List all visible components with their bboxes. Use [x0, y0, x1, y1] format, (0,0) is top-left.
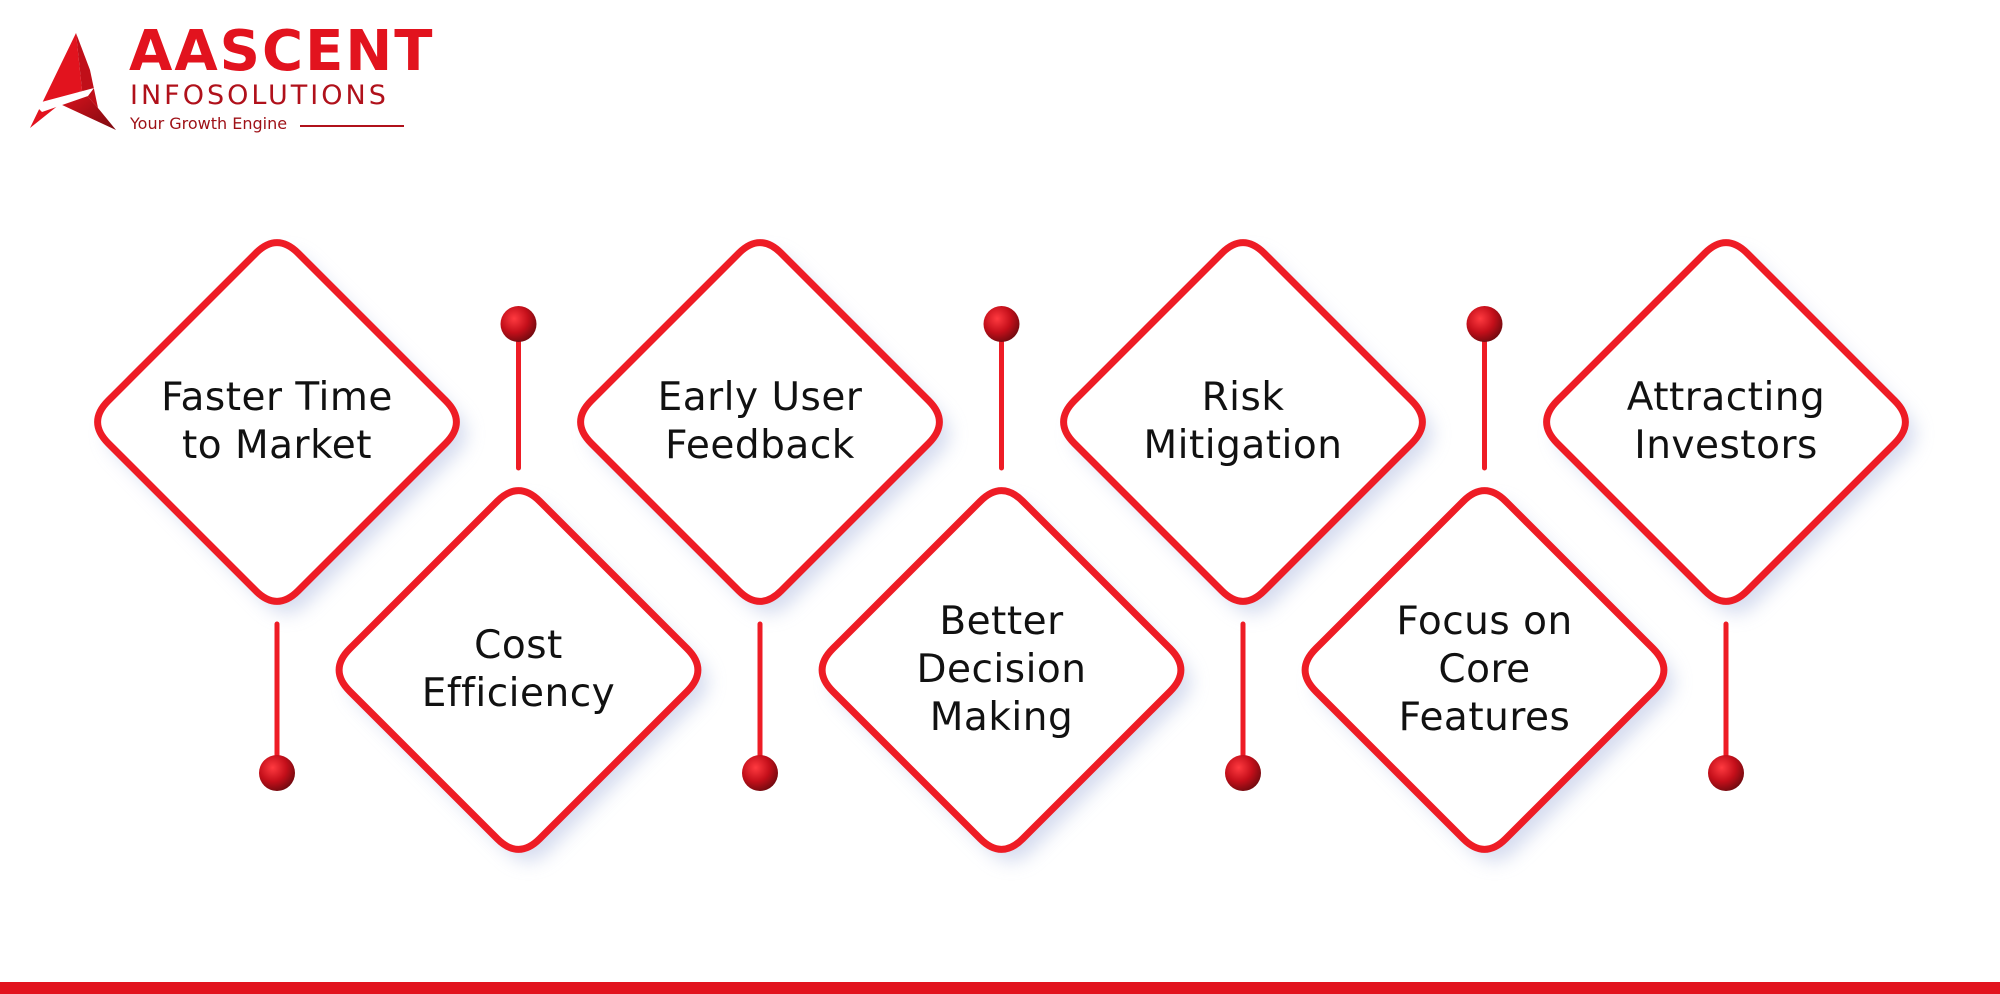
- brand-tagline: Your Growth Engine: [130, 114, 288, 133]
- benefit-diamond: [335, 487, 702, 853]
- connector-dot: [1466, 306, 1503, 342]
- benefit-diamond: [1301, 487, 1668, 853]
- brand-name: AASCENT: [129, 19, 435, 84]
- benefit-diamond: [577, 239, 943, 605]
- benefit-label: Early User Feedback: [657, 375, 863, 468]
- connector-dot: [1708, 755, 1744, 791]
- connector-dot: [742, 755, 778, 791]
- logo-triangle-icon: [30, 33, 116, 130]
- benefit-diamond: [1060, 239, 1426, 605]
- brand-subtitle: INFOSOLUTIONS: [130, 80, 389, 111]
- connector-dot: [983, 306, 1020, 342]
- connector-dot: [1225, 755, 1261, 791]
- benefit-label: Better Decision Making: [916, 599, 1087, 740]
- tagline-divider: [300, 125, 404, 127]
- benefit-diamond: [94, 239, 460, 605]
- benefit-diamond: [1543, 239, 1909, 605]
- benefit-label: Cost Efficiency: [421, 623, 616, 716]
- connector-dot: [500, 306, 537, 342]
- benefit-label: Attracting Investors: [1626, 375, 1826, 468]
- benefit-diamond: [818, 487, 1185, 853]
- benefit-label: Faster Time to Market: [161, 375, 393, 468]
- connector-dot: [259, 755, 295, 791]
- footer-bar: [0, 982, 2000, 994]
- company-logo: AASCENT INFOSOLUTIONS Your Growth Engine: [28, 24, 432, 140]
- benefit-label: Focus on Core Features: [1396, 599, 1573, 740]
- benefit-label: Risk Mitigation: [1143, 375, 1343, 468]
